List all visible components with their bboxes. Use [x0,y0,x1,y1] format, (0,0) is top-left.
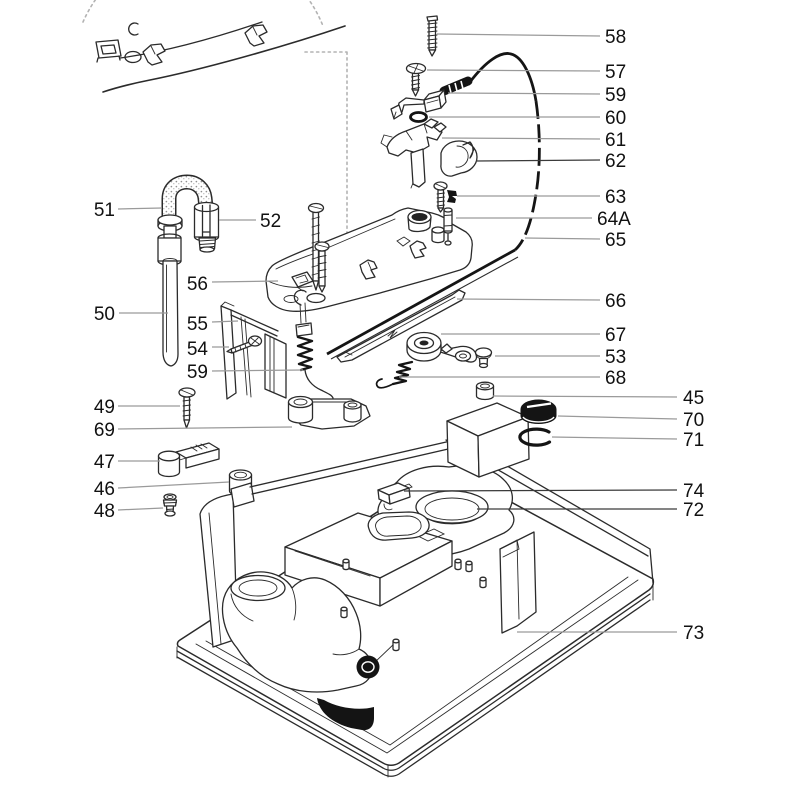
hose-collar [157,214,183,266]
callout-line-55 [211,320,239,323]
callout-label-69: 69 [94,420,115,441]
clip-63 [447,190,457,203]
callout-label-55: 55 [187,314,208,335]
callout-line-70 [557,415,678,420]
cable-end-spring-59 [293,289,334,399]
cable-guide-parts [380,118,478,246]
callout-label-46: 46 [94,479,115,500]
spring-68 [375,360,414,389]
callout-label-59: 59 [187,362,208,383]
cable-spring-59 [390,76,473,120]
screw-63 [433,181,457,213]
latch-74 [377,482,413,511]
callout-label-66: 66 [605,291,626,312]
callout-label-61: 61 [605,130,626,151]
callout-line-51 [117,207,163,210]
slide-rail-66 [336,289,466,363]
fill-tube-50 [162,258,179,367]
tank-screw [314,241,330,293]
callout-label-52: 52 [260,211,281,232]
screw-57 [405,62,427,97]
callout-label-63: 63 [605,187,626,208]
cable-clip-icon [142,43,166,66]
screw-boss [431,226,445,244]
callout-line-56 [211,280,279,283]
pin-64A [443,207,453,246]
tank-clip [359,259,378,280]
pump-housing [221,571,373,693]
callout-line-61 [441,137,601,140]
callout-label-58: 58 [605,27,626,48]
callout-label-53: 53 [605,347,626,368]
callout-line-71 [551,436,678,440]
callout-label-74: 74 [683,481,705,502]
callout-label-73: 73 [683,623,704,644]
tank-clip [409,240,427,259]
bowden-cable-65 [326,52,541,360]
flush-water-tank-56 [265,202,473,312]
callout-line-66 [456,298,601,301]
inset-detail-view [82,0,348,261]
funnel-hose-51 [161,174,214,217]
plug-53 [474,347,493,369]
callout-label-70: 70 [683,410,704,431]
retaining-ring-71 [518,427,552,447]
callout-line-74 [403,489,678,492]
callout-line-62 [475,159,601,162]
callout-label-48: 48 [94,501,115,522]
cable-clip-icon [244,24,268,47]
screw-49 [178,387,196,429]
screw-58 [426,15,439,57]
water-fill-assembly [157,174,220,367]
callout-label-47: 47 [94,452,115,473]
mount-plate-assembly [220,289,334,400]
callout-line-58 [436,33,601,37]
callout-line-57 [426,69,601,72]
callout-label-68: 68 [605,368,626,389]
upper-cable-parts [390,15,473,123]
callout-line-69 [117,426,293,430]
callout-line-48 [117,507,164,511]
callout-label-49: 49 [94,397,115,418]
callout-label-57: 57 [605,62,626,83]
buckle-clip-icon [95,39,122,59]
callout-label-59: 59 [605,85,626,106]
fixing-block-47 [157,442,220,478]
callout-line-45 [492,395,678,398]
callout-label-56: 56 [187,274,208,295]
callout-label-72: 72 [683,500,704,521]
locating-pins [340,558,487,652]
callout-line-59 [211,369,304,372]
cover-62 [440,140,478,177]
sealing-cap-70 [520,399,557,424]
callout-label-54: 54 [187,339,209,360]
callout-label-67: 67 [605,325,626,346]
screw-54 [226,335,263,354]
base-unit [176,402,655,778]
crank-lever-67 [406,331,478,363]
callout-label-62: 62 [605,151,626,172]
callout-label-64A: 64A [597,209,631,230]
callout-label-45: 45 [683,388,704,409]
callouts-layer: 5857596061626364A65666753684570717472735… [94,27,705,644]
filler-neck [407,209,432,233]
callout-label-65: 65 [605,230,626,251]
pump-bracket-69 [287,395,371,430]
guide-bracket-61 [380,118,447,189]
callout-line-46 [117,481,230,489]
callout-line-65 [524,237,601,240]
callout-label-60: 60 [605,108,626,129]
vent-fitting-52 [193,201,220,253]
pump-outlet [356,655,380,679]
o-ring-60 [409,111,428,123]
cap-45 [475,381,495,401]
callout-line-59 [447,92,601,95]
valve-nipple-48 [162,493,178,517]
callout-label-51: 51 [94,200,115,221]
callout-label-71: 71 [683,430,704,451]
callout-label-50: 50 [94,304,115,325]
